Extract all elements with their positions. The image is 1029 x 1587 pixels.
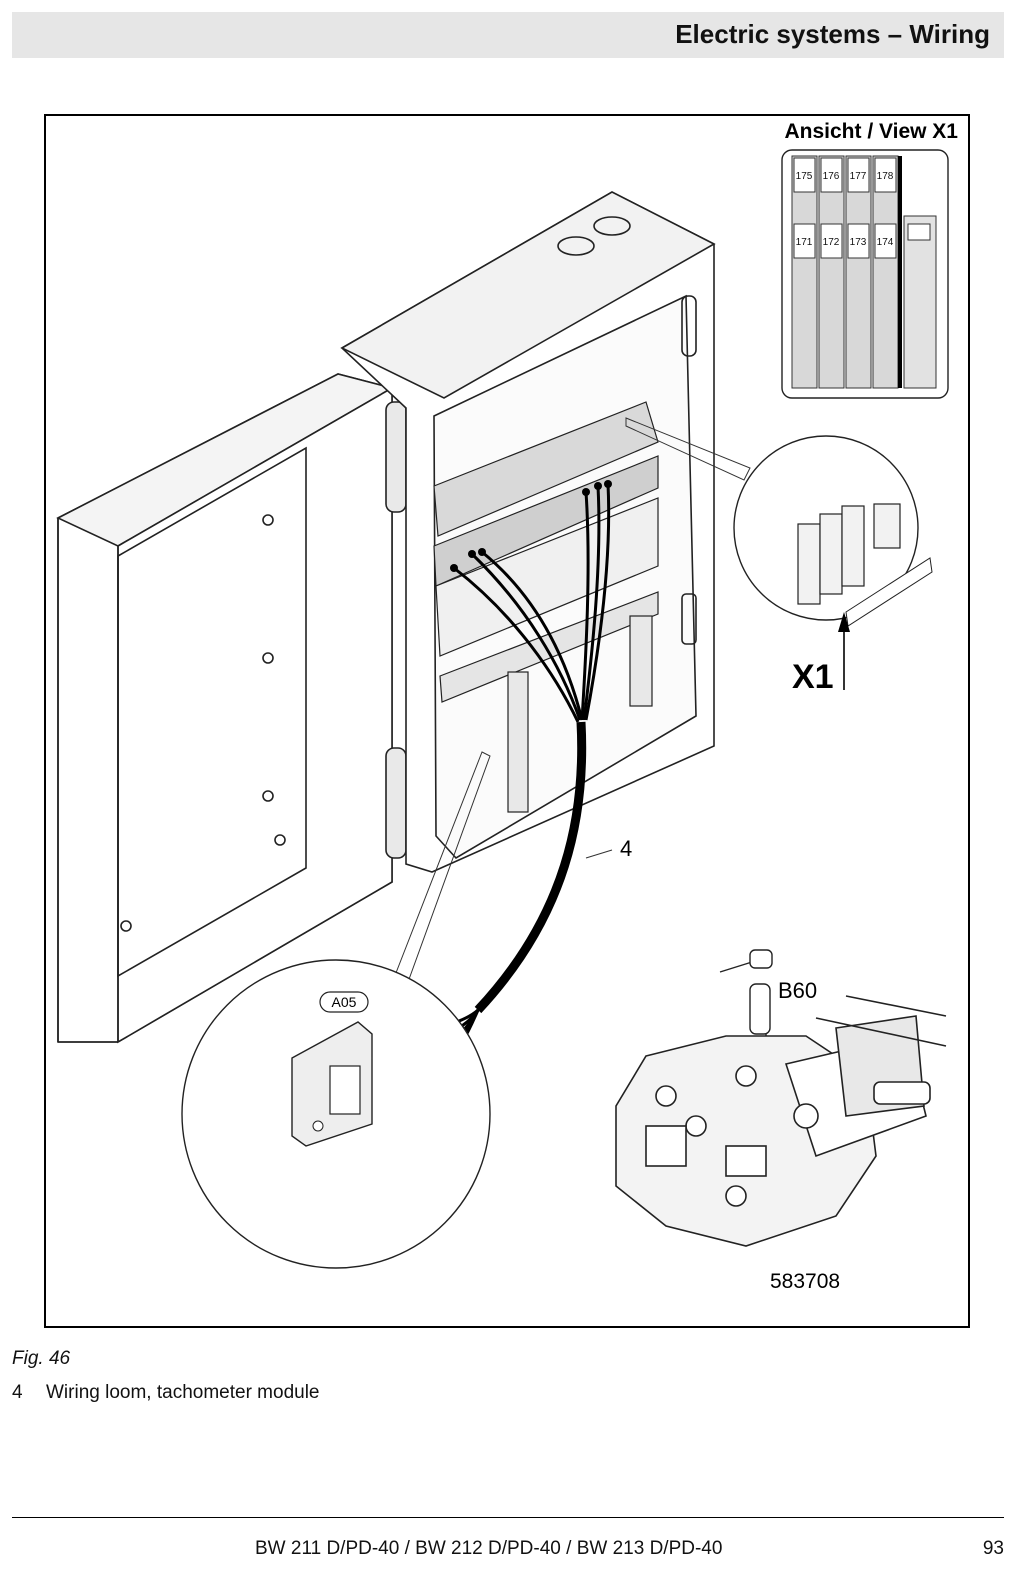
page-title: Electric systems – Wiring bbox=[675, 19, 990, 49]
terminal-label: 171 bbox=[796, 237, 813, 248]
legend-item: 4 Wiring loom, tachometer module bbox=[12, 1382, 320, 1404]
terminal-label: 173 bbox=[850, 237, 867, 248]
wiring-illustration: Ansicht / View X1 175 176 177 178 171 17… bbox=[56, 120, 958, 1293]
drawing-number: 583708 bbox=[770, 1270, 840, 1293]
callout-a05: A05 bbox=[332, 994, 357, 1010]
callout-4: 4 bbox=[620, 836, 632, 861]
hydraulic-pump bbox=[615, 995, 947, 1247]
terminal-label: 177 bbox=[850, 171, 867, 182]
callout-x1: X1 bbox=[792, 658, 834, 696]
terminal-label: 174 bbox=[877, 237, 894, 248]
terminal-label: 175 bbox=[796, 171, 813, 182]
detail-circle-a05 bbox=[181, 959, 491, 1269]
footer-divider bbox=[12, 1517, 1004, 1518]
terminal-label: 172 bbox=[823, 237, 840, 248]
upper-hinge bbox=[385, 401, 407, 513]
view-x1-inset bbox=[781, 149, 949, 399]
page-number: 93 bbox=[982, 1538, 1004, 1559]
terminal-label: 178 bbox=[877, 171, 894, 182]
header-bar: Electric systems – Wiring bbox=[12, 12, 1004, 58]
cabinet-door bbox=[56, 373, 395, 1044]
terminal-rails bbox=[433, 401, 659, 813]
detail-circle-x1 bbox=[733, 435, 933, 690]
figure-caption: Fig. 46 bbox=[12, 1348, 71, 1369]
figure-frame: Ansicht / View X1 175 176 177 178 171 17… bbox=[44, 114, 970, 1328]
terminal-label: 176 bbox=[823, 171, 840, 182]
legend-number: 4 bbox=[12, 1382, 23, 1403]
callout-b60: B60 bbox=[778, 978, 817, 1003]
footer-models: BW 211 D/PD-40 / BW 212 D/PD-40 / BW 213… bbox=[255, 1538, 723, 1559]
legend-text: Wiring loom, tachometer module bbox=[46, 1382, 320, 1403]
lower-hinge bbox=[385, 747, 407, 859]
view-x1-label: Ansicht / View X1 bbox=[784, 120, 958, 143]
